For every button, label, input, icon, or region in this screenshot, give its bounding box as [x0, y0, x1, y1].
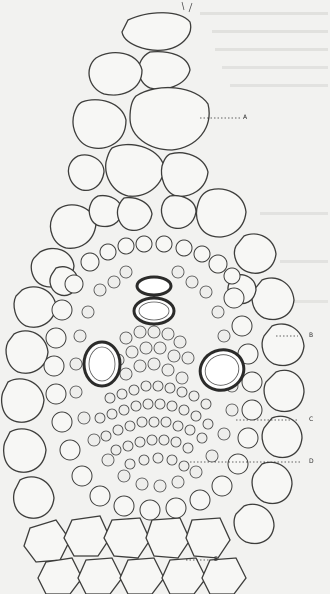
- label-b: B: [309, 332, 313, 339]
- basal-cells: [24, 516, 246, 594]
- upper-cortex-cells: [51, 13, 246, 249]
- label-e: E: [214, 556, 218, 563]
- label-d: D: [309, 458, 314, 465]
- label-c: C: [309, 416, 313, 423]
- label-a: A: [243, 114, 247, 121]
